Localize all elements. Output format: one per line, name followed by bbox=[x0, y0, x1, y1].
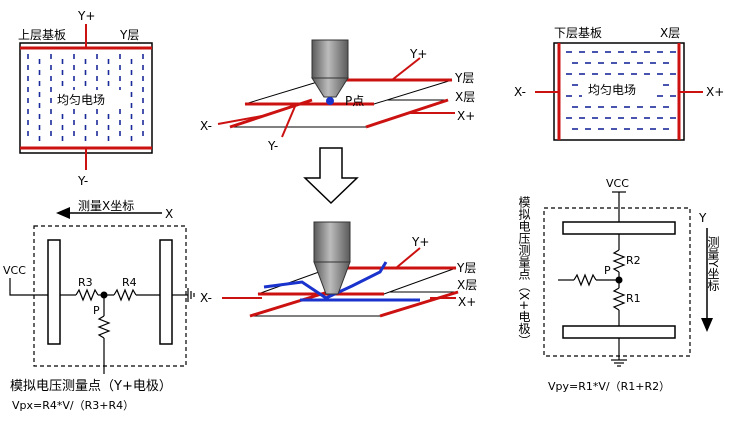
electrode-bar-top bbox=[562, 221, 676, 235]
vcc-label: VCC bbox=[3, 264, 26, 277]
y-axis-label: Y bbox=[698, 211, 707, 225]
circuit-boundary bbox=[33, 225, 187, 367]
probe-resistor bbox=[573, 273, 597, 287]
touch-point-p bbox=[326, 97, 334, 105]
x-axis-label: X bbox=[165, 207, 173, 221]
down-arrow-icon bbox=[303, 147, 359, 205]
y-layer-label: Y层 bbox=[454, 71, 474, 85]
y-plus-label: Y+ bbox=[77, 9, 95, 23]
lower-substrate-title: 下层基板 bbox=[554, 26, 602, 40]
x-plus-label: X+ bbox=[457, 109, 475, 123]
y-layer-label: Y层 bbox=[456, 261, 476, 275]
y-plus-label: Y+ bbox=[411, 235, 429, 249]
vcc-label: VCC bbox=[606, 177, 629, 190]
y-formula: Vpy=R1*V/（R1+R2） bbox=[548, 380, 670, 393]
r4-label: R4 bbox=[122, 276, 137, 289]
circuit-boundary bbox=[543, 207, 691, 357]
uniform-field-label: 均匀电场 bbox=[588, 83, 636, 97]
resistor-r2 bbox=[612, 249, 626, 273]
y-minus-label: Y- bbox=[77, 174, 88, 188]
y-measure-caption: 模拟电压测量点（X+电极） bbox=[517, 196, 531, 347]
y-layer-plane bbox=[257, 267, 457, 295]
lower-substrate-panel: 下层基板 X层 均匀电场 X- X+ bbox=[514, 26, 724, 141]
y-minus-label: Y- bbox=[267, 139, 278, 153]
electrode-bar-right bbox=[159, 239, 173, 345]
x-measure-circuit: 测量X坐标 X VCC R3 P R4 模拟电压测量点（Y+电极） Vpx=R4… bbox=[3, 199, 195, 412]
electrode-bar-left bbox=[47, 239, 61, 345]
electrode-bar-bottom bbox=[562, 325, 676, 339]
stylus-icon bbox=[313, 221, 351, 295]
p-label: P bbox=[604, 264, 611, 277]
upper-substrate-title: 上层基板 bbox=[18, 28, 66, 42]
x-measure-caption: 模拟电压测量点（Y+电极） bbox=[10, 379, 172, 394]
uniform-field-vertical-dashes bbox=[27, 54, 144, 141]
y-measure-circuit: VCC R2 P R1 Y 测量Y坐标 模拟电压测量点（X+电极） Vpy bbox=[517, 177, 720, 393]
p-label: P bbox=[93, 304, 100, 317]
r3-label: R3 bbox=[78, 276, 93, 289]
x-layer-label: X层 bbox=[660, 26, 680, 40]
y-plus-label: Y+ bbox=[409, 47, 427, 61]
x-minus-label: X- bbox=[200, 291, 212, 305]
x-plus-label: X+ bbox=[458, 295, 476, 309]
x-minus-wire bbox=[229, 98, 313, 129]
x-layer-plane bbox=[249, 291, 459, 317]
x-minus-label: X- bbox=[514, 85, 526, 99]
r1-label: R1 bbox=[626, 292, 641, 305]
probe-resistor bbox=[97, 315, 111, 339]
layers-unpressed: P点 Y+ Y层 X层 X+ X- Y- bbox=[200, 39, 475, 153]
resistor-r1 bbox=[612, 287, 626, 311]
upper-substrate-panel: 上层基板 Y层 均匀电场 Y+ Y- bbox=[18, 9, 153, 188]
r2-label: R2 bbox=[626, 254, 641, 267]
y-layer-label: Y层 bbox=[119, 28, 139, 42]
layers-pressed: Y+ Y层 X层 X+ X- bbox=[200, 221, 477, 318]
x-plus-wire bbox=[365, 98, 449, 129]
x-minus-label: X- bbox=[200, 119, 212, 133]
down-arrow-icon bbox=[701, 318, 713, 332]
x-formula: Vpx=R4*V/（R3+R4） bbox=[12, 399, 134, 412]
x-layer-label: X层 bbox=[457, 278, 477, 292]
resistor-r3 bbox=[75, 288, 99, 302]
measure-x-label: 测量X坐标 bbox=[78, 199, 134, 213]
x-layer-label: X层 bbox=[455, 90, 475, 104]
uniform-field-label: 均匀电场 bbox=[57, 93, 105, 107]
left-arrow-icon bbox=[56, 207, 70, 219]
stylus-icon bbox=[311, 39, 349, 98]
resistor-r4 bbox=[113, 288, 137, 302]
measure-y-label: 测量Y坐标 bbox=[706, 236, 720, 292]
p-point-label: P点 bbox=[345, 94, 364, 108]
x-plus-label: X+ bbox=[706, 85, 724, 99]
